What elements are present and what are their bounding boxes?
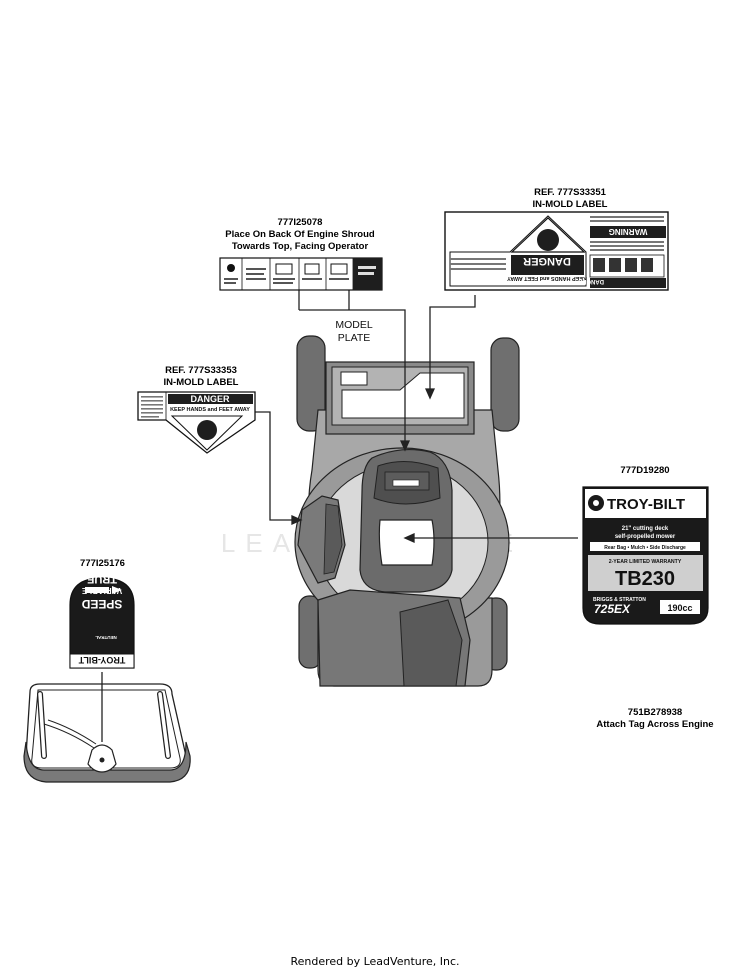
callout-label: IN-MOLD LABEL	[532, 199, 608, 210]
speed-brand: TROY-BILT	[78, 655, 125, 665]
rear-wheel-left	[296, 335, 326, 432]
callout-part-number: 777D19280	[620, 465, 670, 476]
danger-subtitle: KEEP HANDS and FEET AWAY	[170, 407, 250, 413]
speed-neutral: NEUTRAL	[95, 635, 117, 640]
tag-displacement: 190cc	[667, 603, 692, 613]
callout-handle-label: 777I25176	[60, 558, 145, 570]
callout-ref: REF. 777S33351	[534, 187, 606, 198]
engine-front-panel	[378, 519, 435, 566]
tag-line2: self-propelled mower	[615, 534, 676, 540]
inmold-warning-text: WARNING	[609, 227, 648, 236]
inmold-danger-text: DANGER	[523, 255, 571, 267]
tag-model: TB230	[615, 568, 675, 590]
tag-line1: 21" cutting deck	[622, 526, 669, 532]
model-plate-label	[340, 371, 368, 386]
tag-engine-brand: BRIGGS & STRATTON	[593, 597, 646, 603]
callout-part-number: 777I25176	[80, 558, 125, 569]
callout-part-number: 751B278938	[627, 707, 683, 718]
gas-check-icon	[330, 263, 348, 275]
fuel-icon	[227, 264, 235, 272]
inmold-label-plate	[341, 372, 465, 419]
hand-hazard-icon	[197, 420, 217, 440]
callout-tag: 777D19280	[600, 465, 690, 477]
tag-engine-series: 725EX	[594, 602, 631, 616]
prime-icon	[275, 263, 293, 275]
callout-engine-shroud: 777I25078 Place On Back Of Engine Shroud…	[200, 217, 400, 253]
mower-handle	[23, 683, 191, 783]
engine-shroud-decal	[219, 257, 383, 291]
inmold-warning-label: DANGER KEEP HANDS and FEET AWAY WARNING …	[444, 211, 669, 291]
inmold-danger-label: DANGER KEEP HANDS and FEET AWAY	[137, 391, 256, 454]
speed-line1: TRUE	[87, 573, 117, 585]
rear-wheel-right	[490, 337, 520, 432]
callout-engine-tag: 751B278938 Attach Tag Across Engine	[585, 707, 725, 731]
tag-features: Rear Bag • Mulch • Side Discharge	[604, 545, 686, 551]
model-plate-line1: MODEL	[335, 319, 373, 331]
callout-inmold-right: REF. 777S33351 IN-MOLD LABEL	[500, 187, 640, 211]
oil-check-icon	[304, 263, 320, 275]
speed-label: TROY-BILT TRUE VARIABLE SPEED NEUTRAL	[69, 573, 135, 669]
front-cover-detail	[399, 599, 463, 687]
speed-line3: SPEED	[81, 597, 122, 611]
inmold-danger-small-text: DANGER	[577, 278, 604, 284]
hand-hazard-icon	[537, 229, 559, 251]
callout-desc: Attach Tag Across Engine	[596, 719, 714, 730]
callout-inmold-left: REF. 777S33353 IN-MOLD LABEL	[136, 365, 266, 389]
side-chute-inner	[323, 503, 343, 575]
footer-credit: Rendered by LeadVenture, Inc.	[290, 955, 460, 968]
callout-part-number: 777I25078	[277, 217, 323, 228]
engine-tag-on-shroud	[392, 479, 420, 487]
mower	[294, 335, 520, 687]
callout-label: IN-MOLD LABEL	[163, 377, 239, 388]
callout-line2: Towards Top, Facing Operator	[231, 241, 369, 252]
tag-warranty: 2-YEAR LIMITED WARRANTY	[609, 559, 682, 565]
tag-brand: TROY-BILT	[607, 496, 685, 513]
inmold-subtitle-text: KEEP HANDS and FEET AWAY	[507, 275, 587, 281]
troy-bilt-tag: TROY-BILT 21" cutting deck self-propelle…	[582, 486, 709, 625]
callout-line1: Place On Back Of Engine Shroud	[225, 229, 375, 240]
model-plate-line2: PLATE	[338, 332, 370, 344]
danger-title: DANGER	[190, 394, 230, 404]
callout-ref: REF. 777S33353	[165, 365, 237, 376]
